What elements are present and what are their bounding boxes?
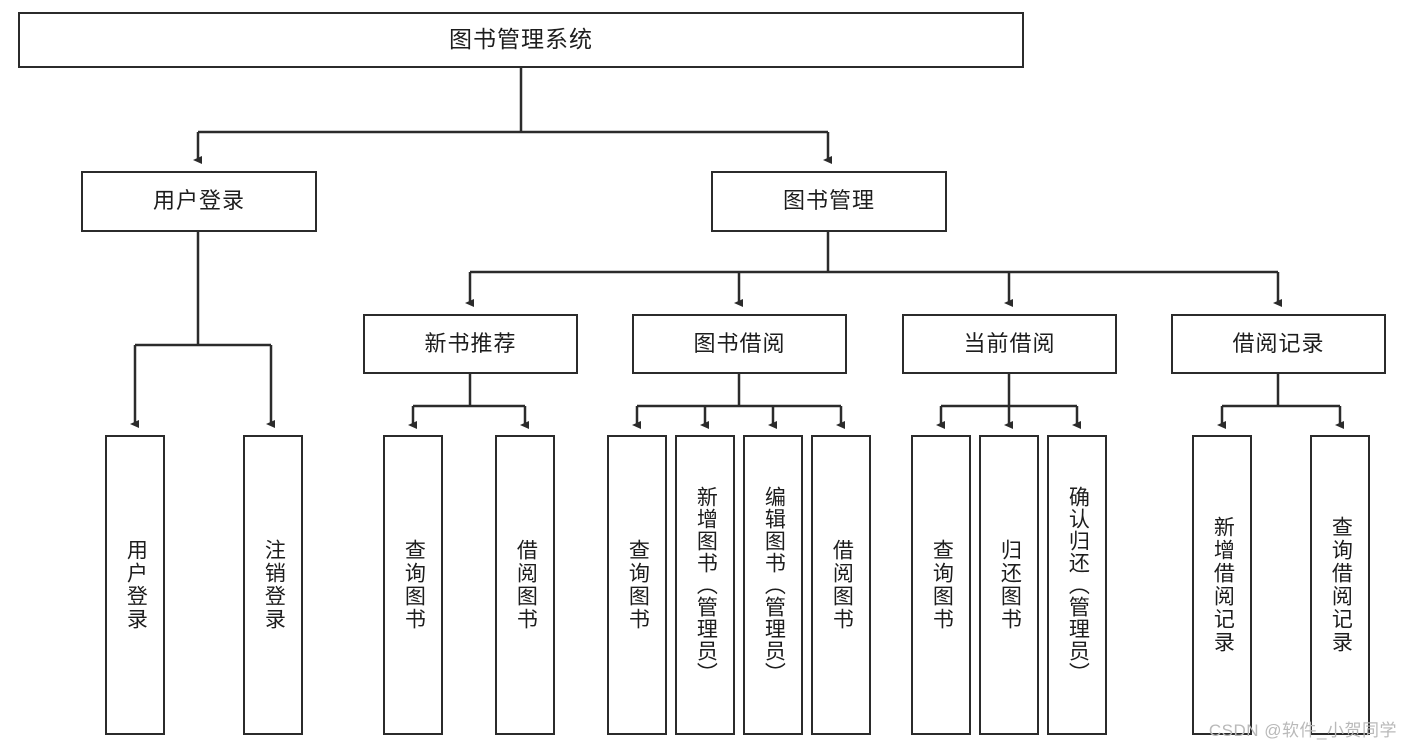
leaf-label: 归还图书 [998, 539, 1022, 631]
leaf-label: 用户登录 [124, 539, 148, 631]
node-borrow-record-label: 借阅记录 [1232, 330, 1325, 356]
node-book-management-label: 图书管理 [782, 188, 875, 214]
node-user-login[interactable]: 用户登录 [81, 171, 317, 232]
node-book-borrow[interactable]: 图书借阅 [632, 314, 847, 374]
leaf-label: 编辑图书（管理员） [762, 486, 786, 684]
leaf-label: 新增借阅记录 [1211, 516, 1235, 654]
leaf-current-confirm-return-admin[interactable]: 确认归还（管理员） [1047, 435, 1107, 735]
node-borrow-record[interactable]: 借阅记录 [1171, 314, 1386, 374]
leaf-borrow-query-book[interactable]: 查询图书 [607, 435, 667, 735]
node-current-borrow-label: 当前借阅 [963, 330, 1056, 356]
leaf-user-login-logout[interactable]: 注销登录 [243, 435, 303, 735]
leaf-borrow-add-book-admin[interactable]: 新增图书（管理员） [675, 435, 735, 735]
leaf-label: 借阅图书 [514, 539, 538, 631]
node-book-management[interactable]: 图书管理 [711, 171, 947, 232]
leaf-label: 查询借阅记录 [1329, 516, 1353, 654]
leaf-label: 确认归还（管理员） [1066, 486, 1090, 684]
leaf-label: 注销登录 [262, 539, 286, 631]
watermark: CSDN @软件_小贺同学 [1208, 721, 1397, 740]
node-new-book-recommend[interactable]: 新书推荐 [363, 314, 578, 374]
leaf-label: 借阅图书 [830, 539, 854, 631]
node-user-login-label: 用户登录 [152, 188, 245, 214]
node-new-book-recommend-label: 新书推荐 [424, 330, 517, 356]
leaf-borrow-edit-book-admin[interactable]: 编辑图书（管理员） [743, 435, 803, 735]
leaf-label: 查询图书 [402, 539, 426, 631]
node-root-label: 图书管理系统 [449, 26, 593, 53]
leaf-user-login-login[interactable]: 用户登录 [105, 435, 165, 735]
node-current-borrow[interactable]: 当前借阅 [902, 314, 1117, 374]
leaf-label: 查询图书 [930, 539, 954, 631]
leaf-record-query-record[interactable]: 查询借阅记录 [1310, 435, 1370, 735]
leaf-borrow-borrow-book[interactable]: 借阅图书 [811, 435, 871, 735]
leaf-label: 查询图书 [626, 539, 650, 631]
leaf-new-book-query[interactable]: 查询图书 [383, 435, 443, 735]
leaf-record-add-record[interactable]: 新增借阅记录 [1192, 435, 1252, 735]
node-book-borrow-label: 图书借阅 [693, 330, 786, 356]
leaf-current-query-book[interactable]: 查询图书 [911, 435, 971, 735]
leaf-current-return-book[interactable]: 归还图书 [979, 435, 1039, 735]
node-root[interactable]: 图书管理系统 [18, 12, 1024, 68]
leaf-label: 新增图书（管理员） [694, 486, 718, 684]
leaf-new-book-borrow[interactable]: 借阅图书 [495, 435, 555, 735]
